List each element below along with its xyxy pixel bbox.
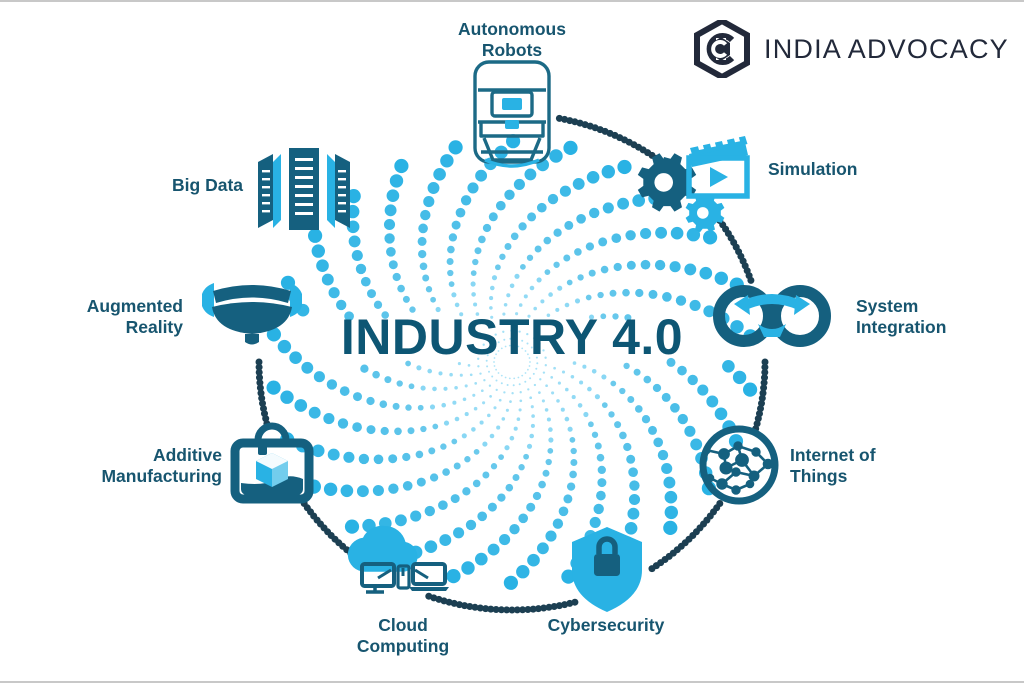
node-label-simulation: Simulation bbox=[768, 159, 858, 179]
big-data-servers-icon bbox=[258, 148, 350, 230]
simulation-gears-clapper-icon bbox=[637, 134, 750, 233]
brand-header: INDIA ADVOCACY bbox=[694, 20, 1009, 78]
server-right bbox=[327, 154, 350, 228]
node-label-big-data: Big Data bbox=[172, 175, 243, 195]
server-center bbox=[289, 148, 319, 230]
autonomous-robot-icon bbox=[473, 60, 551, 168]
node-label-autonomous-robots: Autonomous Robots bbox=[458, 19, 566, 60]
radial-dot-burst bbox=[266, 134, 758, 590]
node-label-augmented-reality: Augmented Reality bbox=[86, 296, 183, 337]
node-label-cloud-computing: Cloud Computing bbox=[356, 615, 450, 656]
node-label-internet-of-things: Internet of Things bbox=[790, 445, 876, 486]
dotted-connector-ring bbox=[255, 114, 769, 614]
hexagon-c-logo-icon bbox=[694, 20, 750, 78]
additive-manufacturing-printer-icon bbox=[230, 422, 314, 504]
augmented-reality-headset-icon bbox=[202, 283, 302, 345]
cloud-computing-icon bbox=[347, 525, 449, 594]
brand-name: INDIA ADVOCACY bbox=[764, 33, 1009, 64]
node-label-additive-manufacturing: Additive Manufacturing bbox=[101, 445, 222, 486]
node-label-cybersecurity: Cybersecurity bbox=[547, 615, 665, 635]
node-label-system-integration: System Integration bbox=[856, 296, 947, 337]
cybersecurity-shield-lock-icon bbox=[572, 527, 642, 612]
clapperboard-icon bbox=[686, 134, 750, 199]
internet-of-things-globe-icon bbox=[699, 425, 779, 505]
system-integration-rings-icon bbox=[713, 285, 831, 347]
cube-icon bbox=[256, 453, 288, 487]
server-left bbox=[258, 154, 281, 228]
